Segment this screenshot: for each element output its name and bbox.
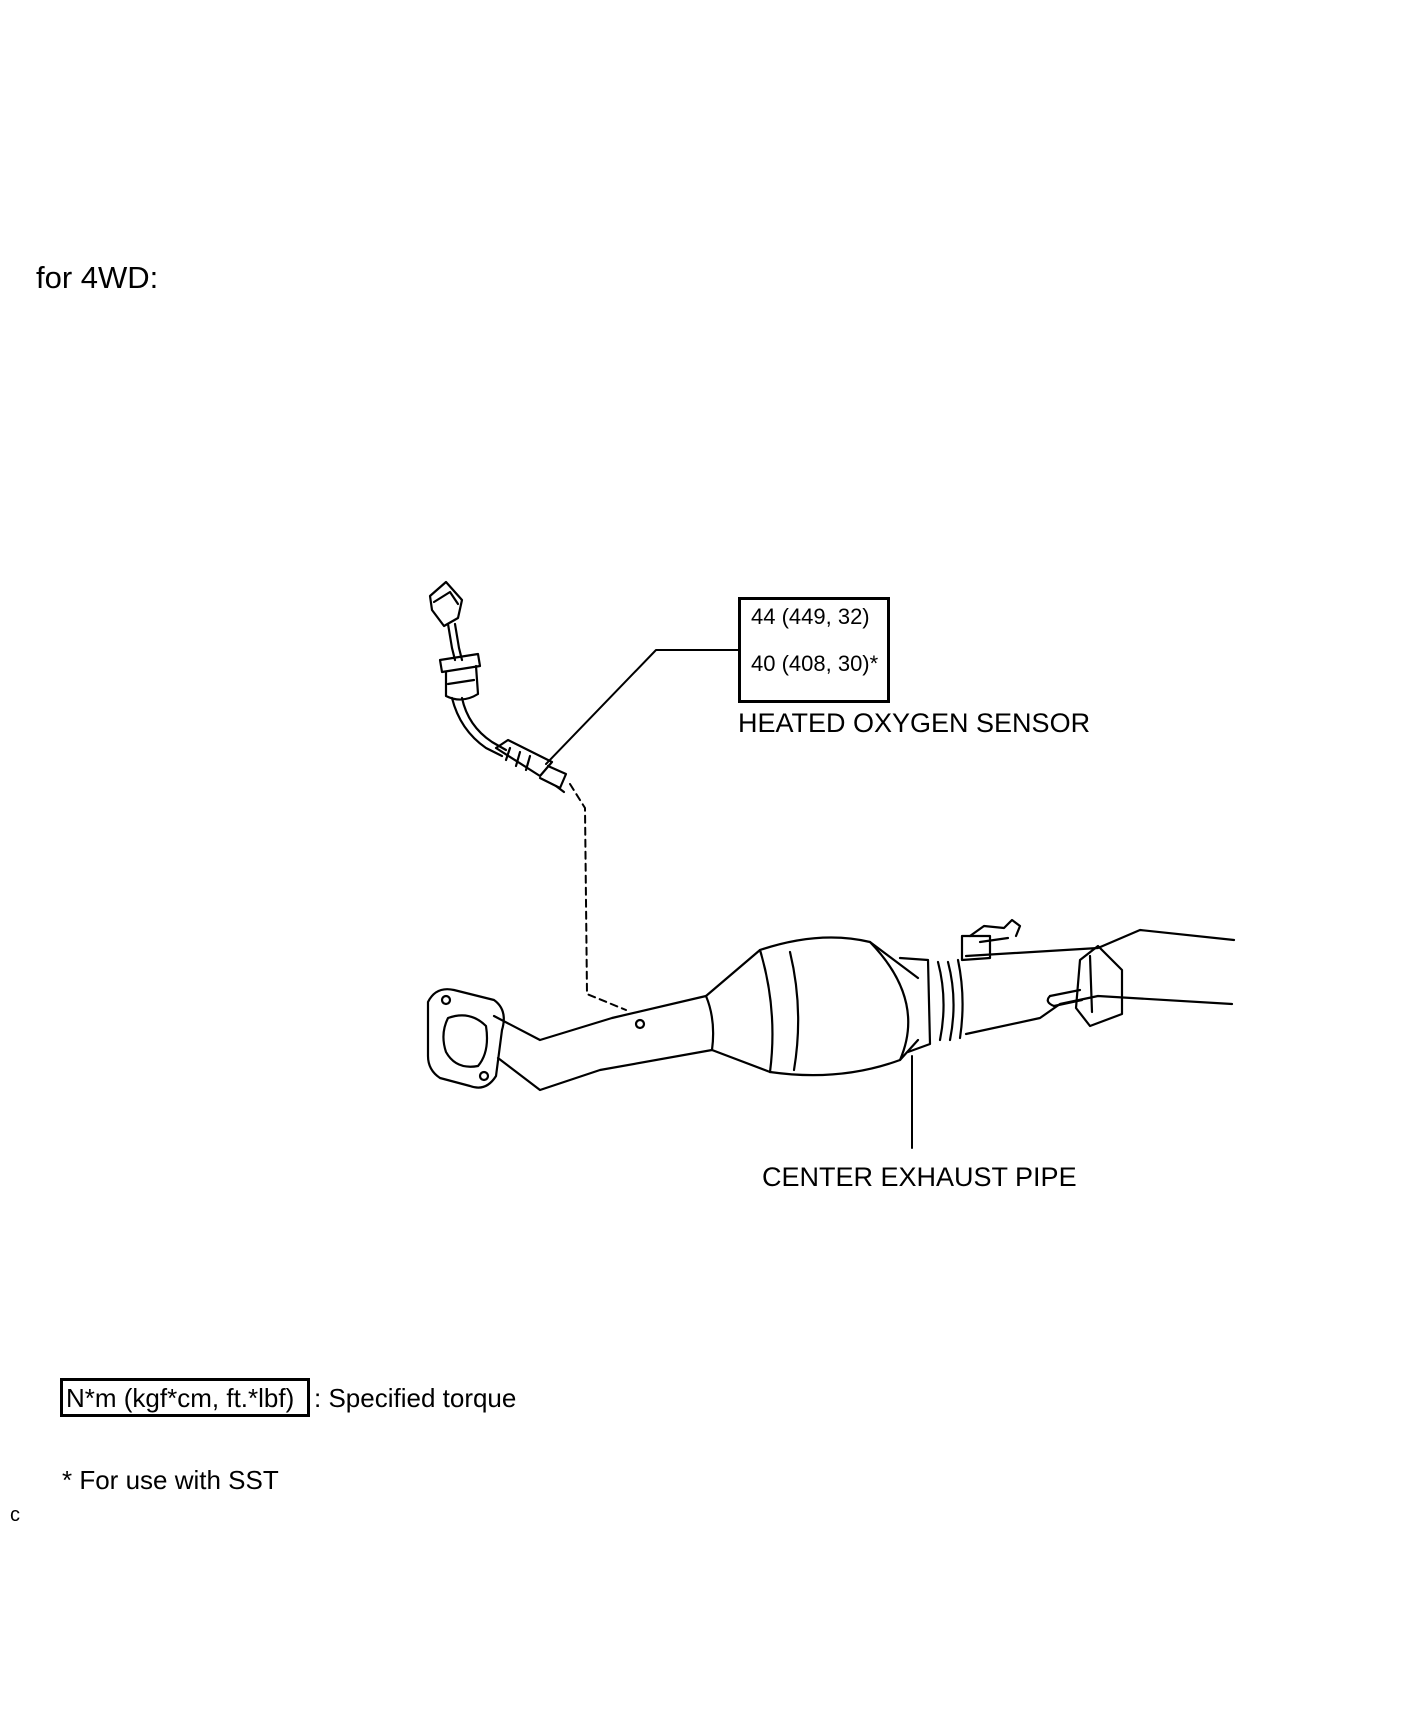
legend-unit-box	[60, 1378, 310, 1417]
oxygen-sensor	[428, 580, 568, 794]
legend-unit: N*m (kgf*cm, ft.*lbf)	[66, 1383, 295, 1413]
sensor-leader	[545, 649, 739, 765]
install-dashed-line	[569, 783, 627, 1011]
legend-description: : Specified torque	[314, 1383, 517, 1413]
torque-value-sst: 40 (408, 30)*	[751, 651, 879, 676]
sst-footnote: * For use with SST	[62, 1465, 279, 1495]
sensor-label: HEATED OXYGEN SENSOR	[738, 708, 1091, 738]
torque-value-primary: 44 (449, 32)	[751, 604, 870, 629]
pipe-label: CENTER EXHAUST PIPE	[762, 1162, 1077, 1192]
diagram-heading: for 4WD:	[36, 260, 159, 295]
torque-spec-box	[738, 597, 890, 703]
corner-code: c	[10, 1504, 20, 1526]
center-exhaust-pipe	[426, 918, 1236, 1092]
